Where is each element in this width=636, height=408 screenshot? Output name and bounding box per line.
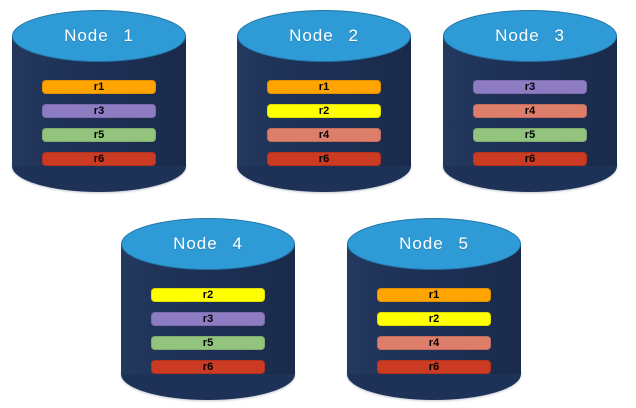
replica-bar-r3: r3 xyxy=(473,80,587,94)
replica-list: r1 r2 r4 r6 xyxy=(347,288,521,374)
replica-bar-r1: r1 xyxy=(377,288,491,302)
replica-list: r1 r2 r4 r6 xyxy=(237,80,411,166)
replica-bar-r4: r4 xyxy=(377,336,491,350)
node-title: Node 4 xyxy=(173,234,243,253)
replica-label: r2 xyxy=(318,104,330,117)
replica-label: r6 xyxy=(202,360,214,373)
replica-bar-r2: r2 xyxy=(267,104,381,118)
replica-bar-r6: r6 xyxy=(377,360,491,374)
replica-label: r3 xyxy=(524,80,536,93)
replica-label: r5 xyxy=(202,336,214,349)
replica-list: r2 r3 r5 r6 xyxy=(121,288,295,374)
replica-bar-r5: r5 xyxy=(151,336,265,350)
cylinder-top-ellipse: Node 1 xyxy=(12,10,186,62)
node-cylinder-4: Node 4 r2 r3 r5 r6 xyxy=(121,218,295,400)
replica-bar-r5: r5 xyxy=(42,128,156,142)
cylinder-top-ellipse: Node 4 xyxy=(121,218,295,270)
node-title: Node 2 xyxy=(289,26,359,45)
replica-bar-r4: r4 xyxy=(473,104,587,118)
replica-label: r3 xyxy=(93,104,105,117)
replica-label: r3 xyxy=(202,312,214,325)
replica-bar-r4: r4 xyxy=(267,128,381,142)
replica-label: r6 xyxy=(524,152,536,165)
replica-label: r4 xyxy=(524,104,536,117)
replica-label: r4 xyxy=(318,128,330,141)
cylinder-top-ellipse: Node 5 xyxy=(347,218,521,270)
node-cylinder-2: Node 2 r1 r2 r4 r6 xyxy=(237,10,411,192)
replica-bar-r6: r6 xyxy=(267,152,381,166)
replica-label: r5 xyxy=(93,128,105,141)
replica-bar-r1: r1 xyxy=(42,80,156,94)
replica-label: r1 xyxy=(93,80,105,93)
node-cylinder-3: Node 3 r3 r4 r5 r6 xyxy=(443,10,617,192)
replica-bar-r1: r1 xyxy=(267,80,381,94)
replica-label: r6 xyxy=(318,152,330,165)
cylinder-top-ellipse: Node 2 xyxy=(237,10,411,62)
node-title: Node 1 xyxy=(64,26,134,45)
node-cylinder-5: Node 5 r1 r2 r4 r6 xyxy=(347,218,521,400)
node-title: Node 3 xyxy=(495,26,565,45)
replica-label: r2 xyxy=(202,288,214,301)
replica-bar-r6: r6 xyxy=(42,152,156,166)
replica-bar-r3: r3 xyxy=(42,104,156,118)
node-cylinder-1: Node 1 r1 r3 r5 r6 xyxy=(12,10,186,192)
node-title: Node 5 xyxy=(399,234,469,253)
cylinder-top-ellipse: Node 3 xyxy=(443,10,617,62)
replica-label: r6 xyxy=(93,152,105,165)
replica-bar-r5: r5 xyxy=(473,128,587,142)
replica-label: r2 xyxy=(428,312,440,325)
replica-label: r1 xyxy=(318,80,330,93)
replica-bar-r3: r3 xyxy=(151,312,265,326)
replica-list: r3 r4 r5 r6 xyxy=(443,80,617,166)
replica-bar-r6: r6 xyxy=(151,360,265,374)
replica-label: r6 xyxy=(428,360,440,373)
replica-bar-r2: r2 xyxy=(377,312,491,326)
replica-bar-r2: r2 xyxy=(151,288,265,302)
replica-list: r1 r3 r5 r6 xyxy=(12,80,186,166)
replica-label: r4 xyxy=(428,336,440,349)
replica-bar-r6: r6 xyxy=(473,152,587,166)
replica-label: r1 xyxy=(428,288,440,301)
replica-label: r5 xyxy=(524,128,536,141)
